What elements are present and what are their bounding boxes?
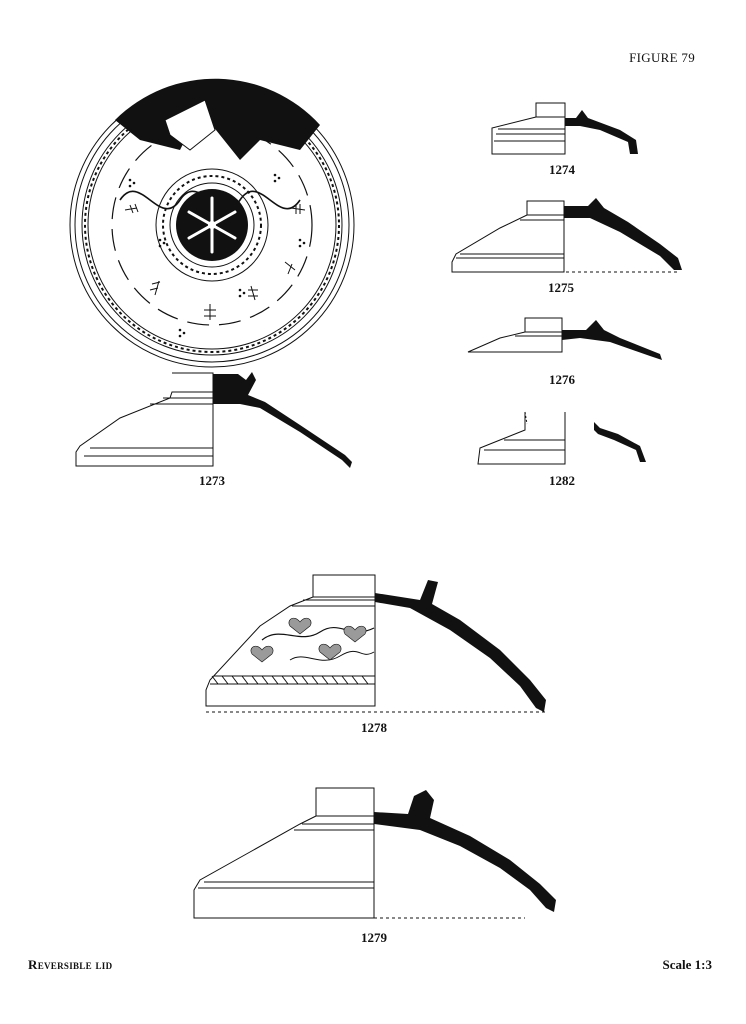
lid-1282-profile: [477, 411, 566, 465]
lid-1279-profile: [193, 787, 525, 919]
rosette-petals: [187, 196, 237, 254]
lid-1276-profile: [467, 317, 563, 353]
figure-label: FIGURE 79: [629, 50, 695, 65]
catalog-number-1282: 1282: [549, 473, 575, 488]
lid-1274-profile: [491, 102, 566, 155]
lid-1279-section: [374, 790, 556, 912]
black-glaze-area: [115, 78, 320, 160]
lid-1278-section: [375, 580, 546, 712]
catalog-number-1273: 1273: [199, 473, 225, 488]
catalog-number-1279: 1279: [361, 930, 387, 945]
lid-1282-section: [594, 422, 646, 462]
catalog-number-1274: 1274: [549, 162, 575, 177]
lid-1273-section: [213, 372, 352, 468]
lid-1276-section: [562, 320, 662, 360]
catalog-number-1278: 1278: [361, 720, 387, 735]
catalog-number-1275: 1275: [548, 280, 574, 295]
lid-1278-profile: [205, 574, 545, 713]
lid-1278-heart-leaves: [250, 617, 367, 663]
plate-caption: Reversible lid: [28, 957, 113, 972]
lid-1274-section: [565, 110, 638, 154]
fracture-gap: [164, 99, 216, 151]
scale-note: Scale 1:3: [662, 957, 712, 972]
leaf-sprays: [124, 114, 306, 320]
lid-1273-profile: [75, 372, 214, 467]
catalog-number-1276: 1276: [549, 372, 575, 387]
lid-1275-profile: [451, 200, 680, 273]
dot-clusters: [128, 173, 306, 338]
lid-1275-section: [564, 198, 682, 270]
